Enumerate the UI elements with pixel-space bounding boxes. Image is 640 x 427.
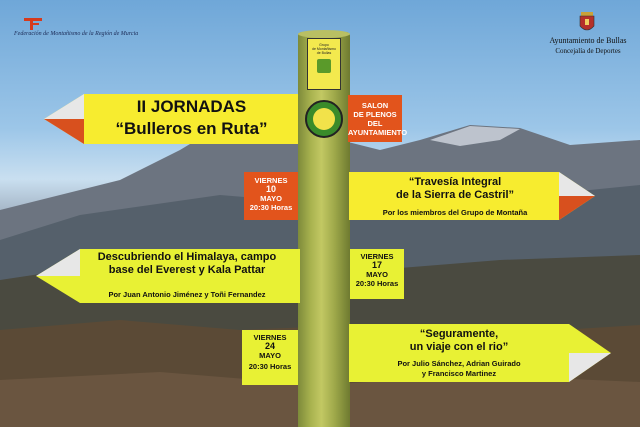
talk2-title-line1: Descubriendo el Himalaya, campo xyxy=(97,251,277,263)
venue-line: DEL xyxy=(367,119,383,128)
talk3-time: 20:30 Horas xyxy=(248,362,292,371)
talk3-date: VIERNES 24 MAYO 20:30 Horas xyxy=(242,330,298,385)
talk1-daynum: 10 xyxy=(265,184,276,194)
talk1-sign-shape xyxy=(349,172,595,220)
club-badge-line: de Bullas xyxy=(316,51,332,55)
talk3-daynum: 24 xyxy=(264,341,275,351)
talk2-title-line2: base del Everest y Kala Pattar xyxy=(108,264,266,276)
talk1-title-line2: de la Sierra de Castril” xyxy=(396,189,514,201)
main-sign-line1: II JORNADAS xyxy=(136,97,247,116)
talk2-sign-shape xyxy=(36,249,300,303)
talk2-speakers: Por Juan Antonio Jiménez y Toñi Fernande… xyxy=(108,290,266,299)
club-badge-line: Grupo xyxy=(319,43,329,47)
talk1-title-line1: “Travesía Integral xyxy=(408,176,502,188)
signpost-top xyxy=(298,30,350,38)
talk1-date: VIERNES 10 MAYO 20:30 Horas xyxy=(244,172,298,220)
signpost xyxy=(298,32,350,427)
venue-line: SALON xyxy=(361,101,389,110)
talk1-month: MAYO xyxy=(260,194,282,203)
talk1-time: 20:30 Horas xyxy=(249,203,293,212)
federation-name: Federación de Montañismo de la Región de… xyxy=(14,31,139,37)
talk1-day: VIERNES xyxy=(254,176,288,185)
talk2-day: VIERNES xyxy=(360,252,394,261)
talk3-sign-shape xyxy=(349,324,611,382)
main-sign-line2: “Bulleros en Ruta” xyxy=(115,119,268,138)
council-subtitle: Concejalía de Deportes xyxy=(555,47,621,55)
club-badge-line: de Montañismo xyxy=(312,47,336,51)
talk1-speakers: Por los miembros del Grupo de Montaña xyxy=(382,208,528,217)
talk2-daynum: 17 xyxy=(371,260,382,270)
council-title: Ayuntamiento de Bullas xyxy=(549,36,627,45)
venue-line: AYUNTAMIENTO xyxy=(348,128,408,137)
venue-line: DE PLENOS xyxy=(353,110,397,119)
council-block: Ayuntamiento de Bullas Concejalía de Dep… xyxy=(540,36,636,56)
talk2-month: MAYO xyxy=(366,270,388,279)
council-crest-icon xyxy=(579,12,595,31)
talk3-month: MAYO xyxy=(259,351,281,360)
venue-sign: SALON DE PLENOS DEL AYUNTAMIENTO xyxy=(348,95,408,142)
club-badge: Grupo de Montañismo de Bullas xyxy=(307,38,341,90)
talk2-date: VIERNES 17 MAYO 20:30 Horas xyxy=(350,249,404,299)
talk3-title-line1: “Seguramente, xyxy=(419,328,499,340)
mountain-emblem-icon xyxy=(305,100,343,138)
federation-logo-icon xyxy=(24,18,42,30)
talk2-time: 20:30 Horas xyxy=(355,279,399,288)
main-sign-shape xyxy=(44,94,304,144)
talk3-speakers-line1: Por Julio Sánchez, Adrian Guirado xyxy=(397,359,521,368)
talk3-speakers-line2: y Francisco Martinez xyxy=(421,369,497,378)
talk3-title-line2: un viaje con el rio” xyxy=(409,341,509,353)
talk3-day: VIERNES xyxy=(253,333,287,342)
club-logo-icon xyxy=(317,59,331,73)
